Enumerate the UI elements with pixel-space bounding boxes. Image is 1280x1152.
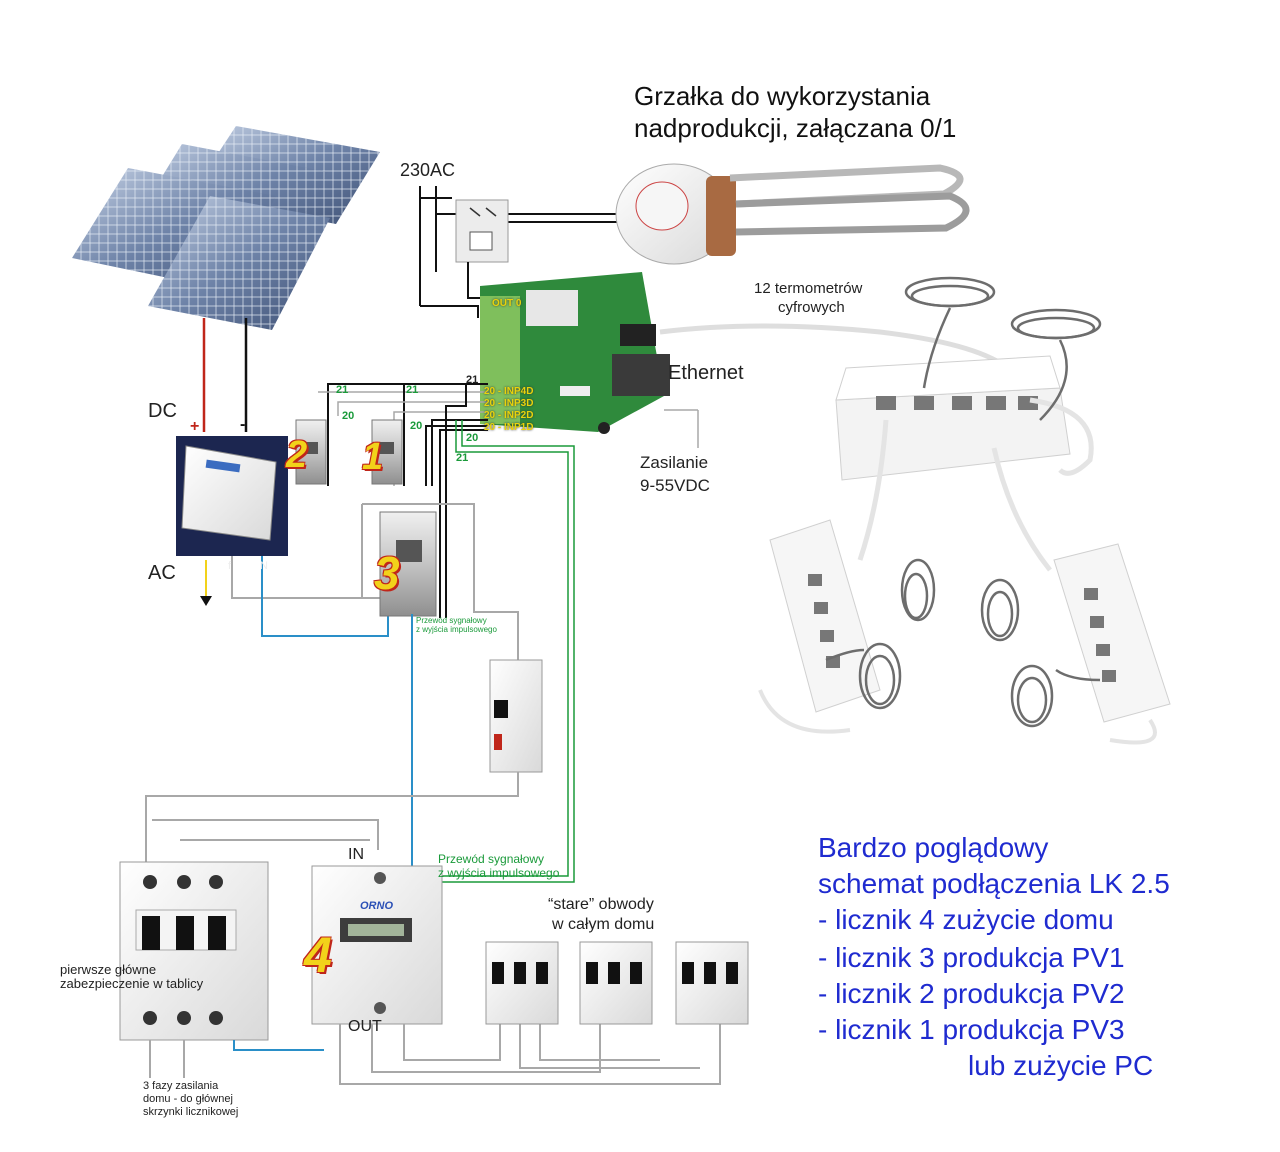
solar-panel-icon: [72, 126, 380, 330]
breaker-icon: [675, 941, 749, 1025]
meter-number-1: 1: [362, 436, 384, 478]
wire-21-meter3: 21: [456, 452, 469, 464]
wire-21-meter1: 21: [406, 384, 419, 396]
main-breaker-line1: pierwsze główne: [60, 962, 157, 977]
ethernet-label: Ethernet: [668, 362, 744, 384]
old-circuits-line2: w całym domu: [552, 916, 655, 933]
signal-wire-small-line1: Przewód sygnałowy: [416, 616, 487, 625]
thermometers-label-line2: cyfrowych: [778, 299, 845, 316]
rj45-splitter-icon: [769, 519, 881, 713]
note-line2: schemat podłączenia LK 2.5: [818, 868, 1170, 899]
inverter-icon: [176, 436, 288, 556]
signal-wire-line1: Przewód sygnałowy: [438, 852, 545, 866]
wire-21-board: 21: [466, 374, 479, 386]
inp2d-label: 20 - INP2D: [484, 410, 534, 421]
inp1d-label: 20 - INP1D: [484, 422, 534, 433]
note-line5: - licznik 2 produkcja PV2: [818, 978, 1125, 1009]
dc-label: DC: [148, 400, 177, 422]
din-meter-icon: [295, 419, 403, 485]
thermometers-label-line1: 12 termometrów: [754, 280, 863, 297]
meter-number-2: 2: [286, 434, 308, 476]
out0-label: OUT 0: [492, 298, 522, 309]
temperature-sensor-icon: [825, 276, 1102, 728]
meter-number-3: 3: [374, 547, 400, 599]
wire-20-meter2: 20: [342, 410, 355, 422]
controller-board-icon: [480, 272, 670, 434]
inverter-n-label: N: [260, 560, 268, 572]
wire-21-meter2: 21: [336, 384, 349, 396]
wire-20-meter3: 20: [466, 432, 479, 444]
note-line6: - licznik 1 produkcja PV3: [818, 1014, 1125, 1045]
meter-number-4: 4: [304, 927, 332, 983]
meter4-out-label: OUT: [348, 1018, 382, 1035]
heater-title-line1: Grzałka do wykorzystania: [634, 81, 931, 111]
ac-label: AC: [148, 562, 176, 584]
inverter-f-label: f: [228, 560, 232, 572]
note-line4: - licznik 3 produkcja PV1: [818, 942, 1125, 973]
orno-logo: ORNO: [360, 900, 393, 912]
note-line7: lub zużycie PC: [968, 1050, 1154, 1081]
note-line1: Bardzo poglądowy: [818, 832, 1049, 863]
heater-title-line2: nadprodukcji, załączana 0/1: [634, 113, 957, 143]
wire-20-meter1: 20: [410, 420, 423, 432]
three-phase-line3: skrzynki licznikowej: [143, 1106, 239, 1118]
minus-label: -: [240, 416, 246, 433]
inp3d-label: 20 - INP3D: [484, 398, 534, 409]
power-label-line2: 9-55VDC: [640, 476, 710, 495]
inp4d-label: 20 - INP4D: [484, 386, 534, 397]
breaker-icon: [119, 861, 269, 1041]
power-label-line1: Zasilanie: [640, 453, 709, 472]
plus-label: +: [190, 418, 200, 435]
breaker-icon: [485, 941, 559, 1025]
relay-icon: [455, 199, 509, 263]
meter4-in-label: IN: [348, 846, 364, 863]
main-breaker-line2: zabezpieczenie w tablicy: [60, 976, 204, 991]
din-meter-icon: [379, 511, 437, 617]
breaker-icon: [489, 659, 543, 773]
note-line3: - licznik 4 zużycie domu: [818, 904, 1114, 935]
signal-wire-small-line2: z wyjścia impulsowego: [416, 625, 497, 634]
signal-wire-line2: z wyjścia impulsowego: [438, 866, 560, 880]
rj45-splitter-icon: [835, 355, 1071, 481]
ac230-label: 230AC: [400, 160, 456, 180]
din-meter-icon: [311, 865, 443, 1025]
old-circuits-line1: “stare” obwody: [548, 896, 654, 913]
three-phase-line1: 3 fazy zasilania: [143, 1080, 219, 1092]
rj45-splitter-icon: [1053, 543, 1171, 723]
three-phase-line2: domu - do głównej: [143, 1093, 233, 1105]
heater-icon: [615, 163, 970, 265]
breaker-icon: [579, 941, 653, 1025]
